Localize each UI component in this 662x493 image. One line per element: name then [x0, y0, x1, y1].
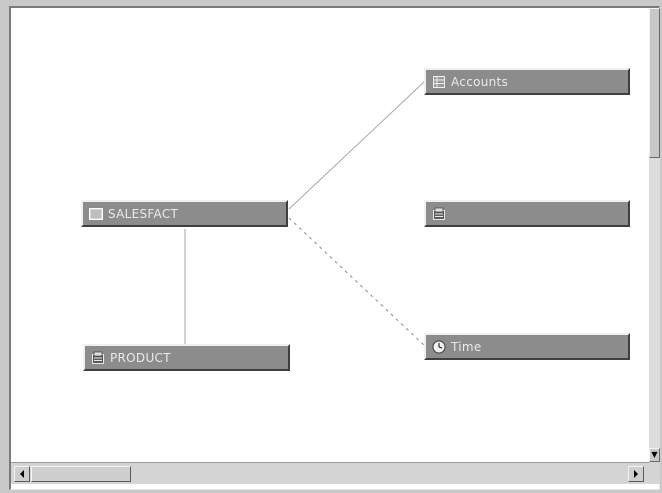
scroll-right-button[interactable] [628, 466, 644, 482]
node-product[interactable]: PRODUCT [83, 344, 290, 371]
link-salesfact-accounts [288, 80, 426, 210]
scrollbar-corner [649, 462, 660, 484]
horizontal-scrollbar[interactable] [11, 462, 649, 484]
node-salesfact[interactable]: SALESFACT [81, 200, 288, 227]
node-time[interactable]: Time [424, 333, 630, 360]
arrow-right-icon [634, 470, 638, 478]
node-time-label: Time [451, 339, 482, 354]
node-product-label: PRODUCT [110, 350, 171, 365]
scroll-down-button[interactable]: ▼ [649, 448, 660, 462]
clock-icon [432, 340, 446, 354]
link-salesfact-time [288, 217, 426, 347]
node-accounts-label: Accounts [451, 74, 509, 89]
table-icon [89, 207, 103, 221]
accounts-icon [432, 75, 446, 89]
arrow-down-icon: ▼ [651, 450, 658, 459]
horizontal-scrollbar-thumb[interactable] [31, 466, 131, 482]
node-unnamed[interactable] [424, 200, 630, 227]
arrow-left-icon [20, 470, 24, 478]
dimension-icon [91, 351, 105, 365]
vertical-scrollbar[interactable]: ▼ [649, 8, 660, 462]
connectors [184, 80, 426, 347]
node-accounts[interactable]: Accounts [424, 68, 630, 95]
node-salesfact-label: SALESFACT [108, 206, 179, 221]
vertical-scrollbar-thumb[interactable] [649, 8, 660, 158]
diagram-canvas[interactable]: SALESFACT PRODUCT Accounts [11, 8, 649, 462]
dimension-icon [432, 207, 446, 221]
scroll-left-button[interactable] [14, 466, 30, 482]
